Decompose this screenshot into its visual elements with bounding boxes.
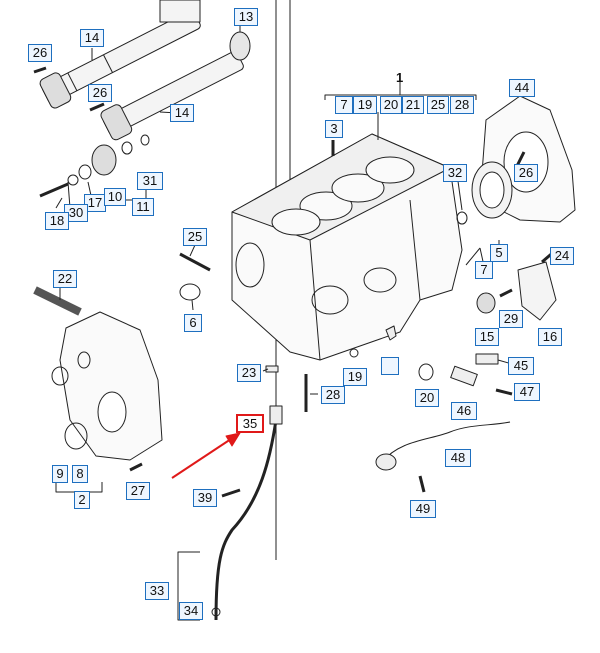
callout-6: 6	[184, 314, 202, 332]
balance-shaft-upper	[39, 10, 201, 109]
shaft-top-piece	[159, 0, 201, 23]
callout-33: 33	[145, 582, 169, 600]
callout-13: 13	[234, 8, 258, 26]
needle-bearing	[229, 31, 251, 61]
callout-16: 16	[538, 328, 562, 346]
gear-10	[91, 144, 117, 176]
dipstick-tube	[214, 419, 278, 621]
callout-44: 44	[509, 79, 535, 97]
callout-46: 46	[451, 402, 477, 420]
callout-47: 47	[514, 383, 540, 401]
callout-49: 49	[410, 500, 436, 518]
callout-15: 15	[475, 328, 499, 346]
callout-8: 8	[72, 465, 88, 483]
ref-19: 19	[353, 96, 377, 114]
callout-18: 18	[45, 212, 69, 230]
callout-30: 30	[64, 204, 88, 222]
callout-25: 25	[183, 228, 207, 246]
callout-11: 11	[132, 198, 154, 216]
callout-20: 20	[415, 389, 439, 407]
callout-48: 48	[445, 449, 471, 467]
callout-28: 28	[321, 386, 345, 404]
callout-5: 5	[490, 244, 508, 262]
bracket-16	[517, 261, 557, 321]
knock-sensor-cable	[381, 421, 511, 463]
assembly-label-1: 1	[396, 70, 404, 85]
engine-block	[231, 133, 463, 361]
ref-7: 7	[335, 96, 353, 114]
callout-31: 31	[137, 172, 163, 190]
ref-25: 25	[427, 96, 449, 114]
callout-32: 32	[443, 164, 467, 182]
callout-29: 29	[499, 310, 523, 328]
callout-39: 39	[193, 489, 217, 507]
callout-7: 7	[475, 261, 493, 279]
callout-2: 2	[74, 491, 90, 509]
timing-cover	[59, 311, 163, 461]
callout-3: 3	[325, 120, 343, 138]
callout-4	[381, 357, 399, 375]
callout-9: 9	[52, 465, 68, 483]
callout-23: 23	[237, 364, 261, 382]
callout-35-highlighted: 35	[236, 414, 264, 433]
callout-14-lower: 14	[170, 104, 194, 122]
callout-19: 19	[343, 368, 367, 386]
callout-26-left: 26	[28, 44, 52, 62]
callout-24: 24	[550, 247, 574, 265]
callout-14-upper: 14	[80, 29, 104, 47]
callout-27: 27	[126, 482, 150, 500]
callout-26-right: 26	[514, 164, 538, 182]
callout-26-mid: 26	[88, 84, 112, 102]
ref-21: 21	[402, 96, 424, 114]
callout-45: 45	[508, 357, 534, 375]
ref-20: 20	[380, 96, 402, 114]
ref-28: 28	[450, 96, 474, 114]
callout-10: 10	[104, 188, 126, 206]
callout-22: 22	[53, 270, 77, 288]
callout-17: 17	[84, 194, 106, 212]
callout-34: 34	[179, 602, 203, 620]
